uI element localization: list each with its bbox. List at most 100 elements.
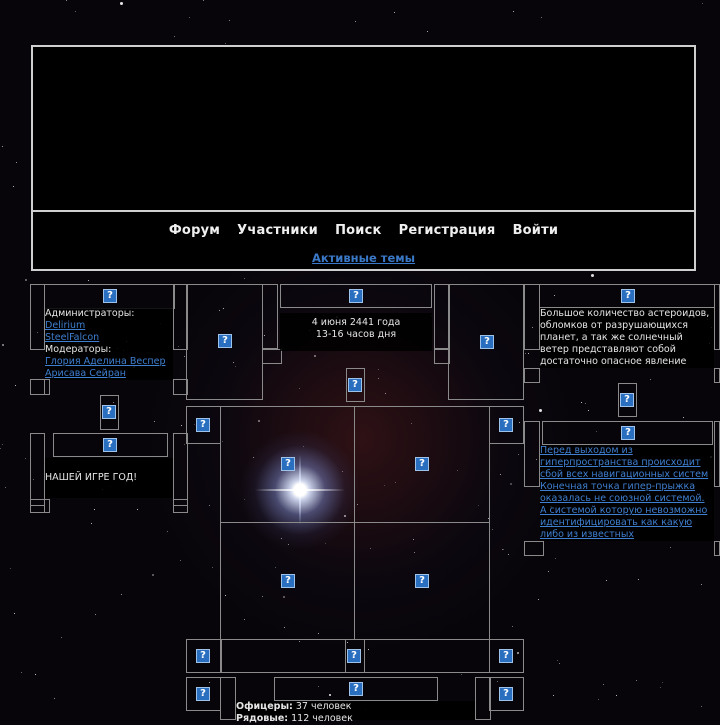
frame-segment [489, 639, 524, 673]
star-dot [497, 681, 498, 682]
question-mark-icon [103, 289, 117, 303]
question-mark-icon [196, 649, 210, 663]
star-dot [508, 554, 509, 555]
frame-segment [173, 433, 188, 506]
nav-members[interactable]: Участники [237, 223, 318, 238]
game-date: 4 июня 2441 года [311, 317, 401, 328]
star-dot [121, 594, 122, 595]
frame-segment [262, 284, 278, 349]
frame-segment [714, 284, 720, 350]
star-dot [283, 596, 285, 598]
star-dot [167, 531, 168, 532]
star-dot [91, 523, 92, 524]
star-dot [61, 637, 62, 638]
question-mark-icon [102, 405, 116, 419]
star-dot [606, 580, 607, 581]
star-dot [683, 417, 684, 418]
star-dot [638, 579, 639, 580]
star-dot [650, 379, 651, 380]
star-dot [329, 694, 331, 696]
question-mark-icon [621, 426, 635, 440]
star-dot [488, 518, 489, 519]
star-dot [13, 186, 14, 187]
star-dot [0, 448, 1, 449]
star-dot [15, 385, 16, 386]
star-dot [299, 641, 300, 642]
star-dot [21, 672, 22, 673]
frame-segment [714, 368, 720, 383]
hyperspace-topic-link[interactable]: Перед выходом из гиперпространства проис… [540, 445, 709, 540]
nav-login[interactable]: Войти [512, 223, 559, 238]
header-divider [33, 210, 694, 212]
star-dot [502, 549, 503, 550]
star-dot [299, 388, 300, 389]
officers-value: 37 человек [295, 701, 352, 712]
star-dot [137, 509, 138, 510]
star-dot [178, 346, 179, 347]
star-dot [585, 403, 586, 404]
star-dot [384, 485, 385, 486]
star-dot [152, 574, 154, 576]
question-mark-icon [480, 335, 494, 349]
star-dot [318, 686, 319, 687]
warning-panel: Большое количество астероидов, обломков … [540, 308, 714, 368]
star-dot [518, 454, 519, 455]
star-dot [598, 699, 599, 700]
admin-link[interactable]: SteelFalcon [45, 332, 100, 343]
star-dot [660, 687, 661, 688]
star-dot [229, 20, 230, 21]
star-dot [209, 505, 210, 506]
star-dot [701, 706, 702, 707]
star-dot [95, 614, 96, 615]
admin-link[interactable]: Delirium [45, 320, 86, 331]
star-dot [174, 36, 175, 37]
star-dot [554, 295, 555, 296]
star-dot [525, 353, 526, 354]
frame-segment [262, 349, 282, 364]
star-dot [113, 402, 114, 403]
star-dot [258, 420, 260, 422]
star-dot [411, 423, 412, 424]
question-mark-icon [196, 687, 210, 701]
star-dot [2, 444, 3, 445]
star-dot [548, 571, 549, 572]
question-mark-icon [415, 574, 429, 588]
star-dot [10, 568, 11, 569]
active-topics-link[interactable]: Активные темы [311, 251, 416, 265]
date-panel: 4 июня 2441 года 13-16 часов дня [280, 313, 432, 351]
star-dot [244, 619, 245, 620]
frame-segment [30, 284, 45, 350]
game-panel: НАШЕЙ ИГРЕ ГОД! [45, 458, 173, 498]
frame-segment [173, 379, 188, 395]
nav-search[interactable]: Поиск [335, 223, 382, 238]
frame-segment [44, 499, 50, 513]
star-dot [37, 332, 38, 333]
star-dot [233, 362, 234, 363]
frame-segment [173, 499, 188, 513]
star-dot [378, 369, 379, 370]
star-dot [510, 483, 512, 485]
nav-forum[interactable]: Форум [168, 223, 221, 238]
question-mark-icon [218, 334, 232, 348]
star-dot [413, 539, 414, 540]
star-dot [559, 663, 560, 664]
nav-register[interactable]: Регистрация [398, 223, 496, 238]
game-panel-text: НАШЕЙ ИГРЕ ГОД! [45, 472, 138, 483]
frame-segment [280, 284, 432, 308]
officers-label: Офицеры: [236, 701, 293, 712]
star-dot [262, 596, 263, 597]
frame-segment [714, 421, 720, 487]
staff-panel: Администраторы: Delirium SteelFalcon Мод… [45, 308, 173, 380]
frame-segment [346, 368, 365, 402]
star-dot [203, 0, 204, 1]
star-dot [492, 529, 493, 530]
moderator-link[interactable]: Арисава Сейран [45, 368, 126, 379]
star-dot [378, 378, 379, 379]
star-dot [14, 613, 15, 614]
moderator-link[interactable]: Глория Аделина Веспер [45, 356, 166, 367]
star-dot [244, 278, 245, 279]
admins-label: Администраторы: [45, 308, 135, 319]
question-mark-icon [499, 687, 513, 701]
star-dot [209, 682, 210, 683]
question-mark-icon [281, 457, 295, 471]
